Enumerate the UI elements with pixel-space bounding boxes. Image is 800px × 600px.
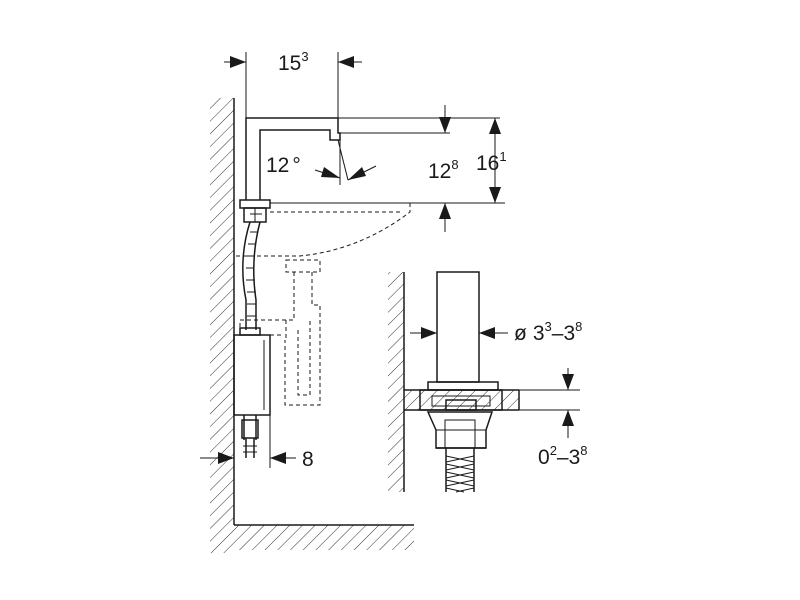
power-plug	[241, 415, 259, 458]
dim-spout-heights	[270, 105, 505, 232]
label-spout-reach: 153	[278, 49, 309, 75]
dim-spout-reach	[224, 52, 362, 118]
siphon-outline	[239, 259, 321, 406]
dim-spout-angle	[314, 140, 377, 185]
floor-hatch	[234, 525, 414, 550]
label-spout-height-inner: 128	[428, 157, 459, 183]
wall-hatch	[210, 98, 234, 553]
detail-wall-hatch	[388, 272, 404, 492]
label-spout-angle: 12°	[266, 154, 301, 177]
basin-outline	[236, 202, 411, 257]
dim-control-box-depth	[200, 415, 296, 468]
detail-spout-stem	[419, 271, 503, 411]
label-spout-height-outer: 161	[476, 149, 507, 175]
detail-hose	[445, 448, 475, 493]
dim-counter-thickness	[519, 368, 580, 438]
detail-fixing-nut	[426, 411, 494, 449]
dim-hole-diameter	[410, 327, 508, 339]
flex-hose	[242, 221, 261, 330]
label-counter-thickness: 02–38	[538, 443, 588, 469]
label-control-box-depth: 8	[302, 448, 314, 471]
control-box	[233, 327, 271, 416]
faucet-mount	[239, 199, 271, 223]
